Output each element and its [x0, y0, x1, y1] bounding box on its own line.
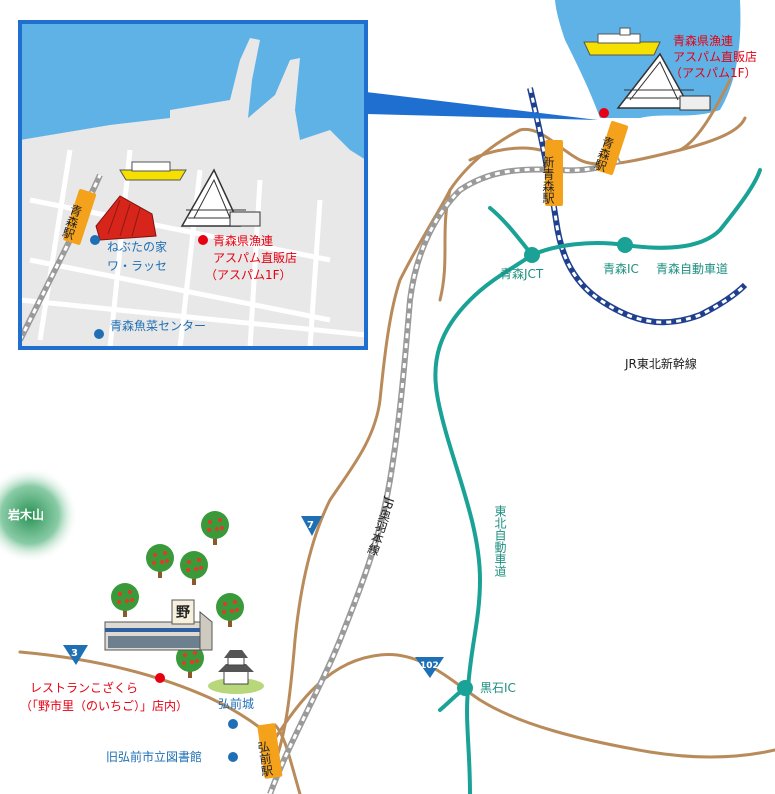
restaurant-dot	[155, 673, 165, 683]
hirosaki-station-badge: 弘前駅	[255, 723, 283, 779]
iwaki-san-mountain	[0, 467, 78, 563]
aomori-jct-label: 青森JCT	[500, 266, 544, 281]
old-library-label: 旧弘前市立図書館	[106, 749, 202, 764]
inset-ferry-icon	[119, 161, 187, 181]
aomori-expressway-label: 青森自動車道	[656, 261, 728, 276]
shop-building-icon: 野	[104, 599, 213, 651]
svg-text:102: 102	[420, 661, 439, 671]
aomori-ic-dot	[617, 237, 633, 253]
kuroishi-ic-dot	[457, 680, 473, 696]
inset-aspam-building-icon	[180, 168, 261, 227]
svg-text:7: 7	[307, 520, 314, 531]
inset-callout-connector	[366, 92, 598, 120]
apple-tree-icon	[111, 511, 244, 678]
aomori-bay-sea	[555, 0, 741, 118]
aspam-line1: 青森県漁連	[673, 33, 733, 48]
inset-aspam-line2: アスパム直販店	[213, 251, 297, 265]
shin-aomori-station-badge: 新青森駅	[541, 140, 563, 206]
svg-text:新青森駅: 新青森駅	[541, 155, 555, 205]
inset-aspam-line1: 青森県漁連	[213, 233, 273, 248]
route-102-shield: 102	[415, 657, 444, 678]
tohoku-shinkansen-label: JR東北新幹線	[624, 356, 697, 371]
iwaki-san-label: 岩木山	[7, 507, 44, 522]
aspam-line3: （アスパム1F）	[670, 66, 757, 80]
nebuta-line2: ワ・ラッセ	[107, 259, 167, 273]
fish-center-label: 青森魚菜センター	[110, 318, 206, 333]
aspam-dot	[599, 108, 609, 118]
aspam-building-icon	[616, 52, 711, 111]
tohoku-expressway-label: 東北自動車道	[493, 505, 507, 577]
route-3-shield: 3	[63, 645, 88, 665]
restaurant-line1: レストランこざくら	[30, 680, 138, 695]
aomori-jct-dot	[524, 247, 540, 263]
aomori-ic-label: 青森IC	[603, 261, 639, 276]
svg-text:3: 3	[71, 648, 78, 659]
hirosaki-castle-dot	[228, 719, 238, 729]
castle-icon	[208, 650, 264, 694]
ou-line-label: JR奥羽本線	[365, 495, 397, 557]
shop-sign: 野	[176, 605, 190, 621]
inset-aspam-dot	[198, 235, 208, 245]
nebuta-dot	[90, 235, 100, 245]
kuroishi-ic-label: 黒石IC	[480, 681, 516, 695]
inset-aspam-line3: （アスパム1F）	[205, 268, 292, 282]
fish-center-dot	[94, 329, 104, 339]
inset-map: 青森駅 ねぶたの家 ワ・ラッセ 青森県漁連 アスパム直販店 （アスパム1F） 青…	[18, 20, 368, 350]
restaurant-line2: （「野市里（のいちご）」店内）	[20, 698, 188, 713]
hirosaki-castle-label: 弘前城	[218, 696, 254, 711]
nebuta-line1: ねぶたの家	[107, 239, 167, 254]
old-library-dot	[228, 752, 238, 762]
svg-text:弘前駅: 弘前駅	[255, 740, 274, 779]
aomori-station-badge: 青森駅	[591, 121, 629, 175]
aspam-line2: アスパム直販店	[673, 50, 757, 64]
ferry-icon	[583, 27, 661, 56]
route-7-shield: 7	[301, 516, 322, 536]
